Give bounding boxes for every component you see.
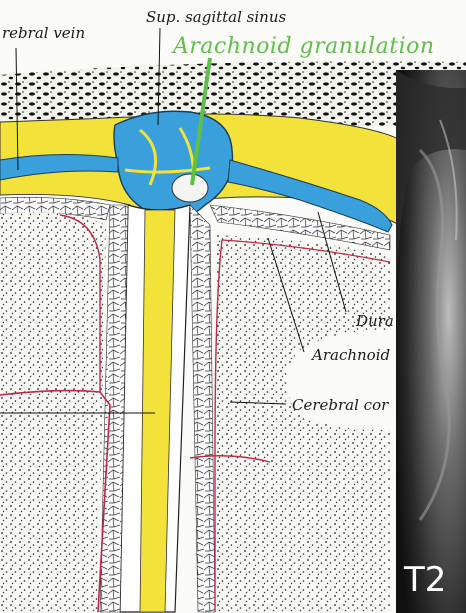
label-dura: Dura (356, 312, 394, 330)
mri-sequence-label: T2 (404, 560, 446, 600)
label-arachnoid-granulation: Arachnoid granulation (173, 34, 435, 59)
label-sup-sagittal-sinus: Sup. sagittal sinus (146, 8, 286, 26)
label-cerebral-vein: rebral vein (2, 24, 85, 42)
granulation-bulb (172, 174, 208, 202)
label-cerebral-cortex: Cerebral cor (292, 396, 388, 414)
cerebral-cortex-left (0, 212, 106, 612)
label-arachnoid: Arachnoid (312, 346, 390, 364)
